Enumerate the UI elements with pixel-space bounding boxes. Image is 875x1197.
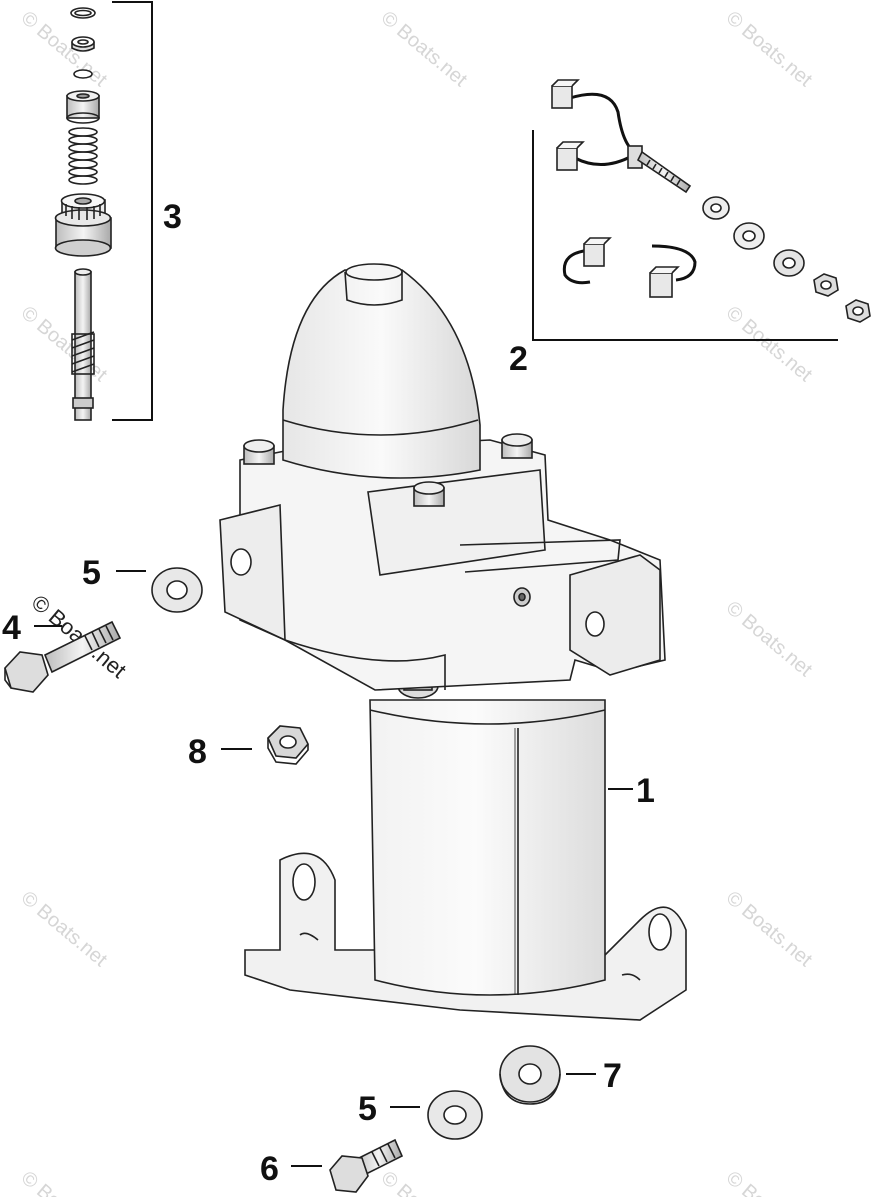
housing-bolt-icon	[243, 439, 275, 465]
brush-icon	[556, 141, 585, 171]
washer-lower-part[interactable]	[427, 1090, 483, 1140]
callout-label: 7	[603, 1057, 622, 1095]
watermark: © Boats.net	[377, 7, 472, 91]
motor-body	[369, 699, 606, 996]
brush-kit-bracket	[532, 130, 838, 341]
callout-label: 6	[260, 1150, 279, 1188]
watermark: © Boats.net	[722, 597, 817, 681]
washer-icon	[773, 249, 805, 277]
watermark: © Boats.net	[17, 7, 112, 91]
nut-icon	[845, 299, 871, 323]
watermark: © Boats.net	[722, 1167, 817, 1197]
callouts: 3 2 5 4 8 1 7 5 6	[2, 198, 655, 1188]
nut-icon	[813, 273, 839, 297]
housing-bolt-icon	[413, 481, 445, 507]
spring-icon	[68, 127, 98, 185]
callout-label: 5	[358, 1090, 377, 1128]
washer-upper-part[interactable]	[151, 567, 203, 613]
watermark: © Boats.net	[377, 1167, 472, 1197]
grommet-part[interactable]	[499, 1045, 561, 1105]
pinion-gear-icon	[54, 193, 112, 257]
terminal-stud-icon	[627, 145, 692, 194]
starter-motor-part[interactable]	[219, 263, 687, 1021]
insulator-washer-icon	[702, 196, 730, 220]
screw-part[interactable]	[329, 1138, 404, 1193]
drive-assembly-bracket	[112, 1, 153, 421]
insulator-washer-icon	[733, 222, 765, 250]
nut-part[interactable]	[267, 725, 309, 765]
watermark: © Boats.net	[722, 887, 817, 971]
housing-bolt-icon	[501, 433, 533, 459]
brush-icon	[649, 266, 680, 298]
ring-icon	[73, 69, 93, 79]
drive-housing	[219, 439, 666, 691]
brush-kit-part[interactable]	[532, 79, 871, 341]
brush-icon	[583, 237, 612, 267]
leader-lines	[34, 570, 633, 1167]
callout-label: 2	[509, 340, 528, 378]
callout-label: 3	[163, 198, 182, 236]
shaft-icon	[71, 268, 95, 421]
callout-label: 8	[188, 733, 207, 771]
callout-label: 5	[82, 554, 101, 592]
watermark: © Boats.net	[722, 7, 817, 91]
drive-assembly-part[interactable]	[54, 1, 153, 421]
watermark: © Boats.net	[17, 887, 112, 971]
bolt-part[interactable]	[4, 620, 122, 693]
callout-label: 1	[636, 772, 655, 810]
watermark: © Boats.net	[17, 302, 112, 386]
watermark: © Boats.net	[17, 1167, 112, 1197]
callout-label: 4	[2, 609, 21, 647]
nose-cone	[282, 263, 481, 479]
brush-icon	[551, 79, 580, 109]
watermark: © Boats.net	[722, 302, 817, 386]
